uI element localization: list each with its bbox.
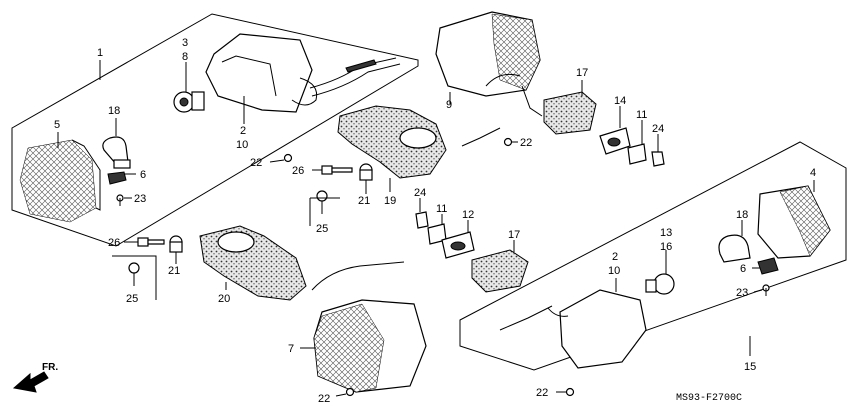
housing-2-10-rear	[547, 289, 647, 369]
socket-17-middle	[471, 249, 529, 293]
collar-21-lower	[169, 235, 183, 253]
clip-6-rear	[757, 257, 779, 275]
callout-14: 14	[614, 95, 626, 107]
callout-21-lower: 21	[168, 265, 180, 277]
callout-23-front: 23	[134, 193, 146, 205]
clip-6	[107, 171, 127, 185]
callout-3: 3	[182, 37, 188, 49]
callout-5: 5	[54, 119, 60, 131]
wire-9	[521, 85, 543, 117]
callout-23-rear: 23	[736, 287, 748, 299]
callout-25-lower: 25	[126, 293, 138, 305]
callout-21-upper: 21	[358, 195, 370, 207]
callout-10-rear: 10	[608, 265, 620, 277]
callout-10-front: 10	[236, 139, 248, 151]
callout-18-front: 18	[108, 105, 120, 117]
callout-26-upper: 26	[292, 165, 304, 177]
screw-22-bottom-right	[565, 387, 575, 397]
callout-17-upper: 17	[576, 67, 588, 79]
callout-6-rear: 6	[740, 263, 746, 275]
callout-11-middle: 11	[436, 203, 447, 215]
callout-2-front: 2	[240, 125, 246, 137]
callout-24-middle: 24	[414, 187, 426, 199]
callout-7: 7	[288, 343, 294, 355]
callout-15: 15	[744, 361, 756, 373]
screw-23	[116, 194, 124, 206]
lens-4	[757, 185, 831, 259]
callout-labels: 1 3 8 5 18 2 10 6 23 22 26 21 25 19 9 17…	[54, 37, 816, 405]
callout-16: 16	[660, 241, 672, 253]
callout-2-rear: 2	[612, 251, 618, 263]
nut-24-middle	[415, 211, 429, 229]
nut-25-lower	[128, 262, 140, 286]
socket-3-8	[173, 91, 205, 113]
assembly-front-left	[11, 13, 419, 247]
lamp-7	[311, 261, 427, 393]
assembly-1-frame	[11, 13, 419, 247]
callout-25-upper: 25	[316, 223, 328, 235]
wire-7	[311, 261, 405, 291]
callout-20: 20	[218, 293, 230, 305]
callout-22-upper-mid: 22	[520, 137, 532, 149]
callout-13: 13	[660, 227, 672, 239]
screw-23-rear	[762, 284, 770, 296]
housing-2-10	[205, 33, 318, 113]
bulb-18-rear	[718, 234, 751, 263]
front-label: FR.	[42, 362, 58, 373]
callout-22-center: 22	[250, 157, 262, 169]
socket-13-16	[645, 273, 675, 295]
screw-22-center	[283, 153, 293, 163]
callout-8: 8	[182, 51, 188, 63]
gasket-14	[599, 127, 631, 155]
callout-24-upper: 24	[652, 123, 664, 135]
callout-6-front: 6	[140, 169, 146, 181]
assembly-rear-right	[459, 141, 847, 371]
callout-18-rear: 18	[736, 209, 748, 221]
lamp-9	[435, 11, 541, 97]
leader-lines	[57, 60, 815, 397]
callout-11-upper: 11	[636, 109, 647, 121]
wire-upper-left	[309, 57, 397, 89]
callout-1: 1	[97, 47, 103, 59]
bolt-26-lower	[137, 237, 165, 247]
gasket-12	[441, 231, 475, 259]
callout-4: 4	[810, 167, 816, 179]
callout-9: 9	[446, 99, 452, 111]
socket-17-upper	[543, 91, 597, 135]
assembly-15-frame	[459, 141, 847, 371]
bulb-18	[102, 136, 131, 169]
callout-19: 19	[384, 195, 396, 207]
nut-25-upper	[316, 190, 328, 214]
bolt-26-upper	[321, 165, 353, 175]
callout-12: 12	[462, 209, 474, 221]
front-arrow-icon	[12, 371, 49, 393]
nut-24-upper	[651, 151, 665, 167]
lens-5	[19, 139, 101, 223]
front-direction-indicator: FR.	[12, 362, 58, 393]
callout-17-middle: 17	[508, 229, 520, 241]
diagram-code: MS93-F2700C	[676, 393, 742, 404]
mounting-stay-20	[199, 225, 307, 301]
callout-26-lower: 26	[108, 237, 120, 249]
callout-22-bottom-center: 22	[318, 393, 330, 405]
screw-22-upper-mid	[503, 137, 513, 147]
washer-11-upper	[627, 143, 647, 165]
callout-22-bottom-right: 22	[536, 387, 548, 399]
screw-22-bottom-center	[345, 387, 355, 397]
collar-21-upper	[359, 163, 373, 181]
mounting-stay-19	[337, 105, 447, 179]
